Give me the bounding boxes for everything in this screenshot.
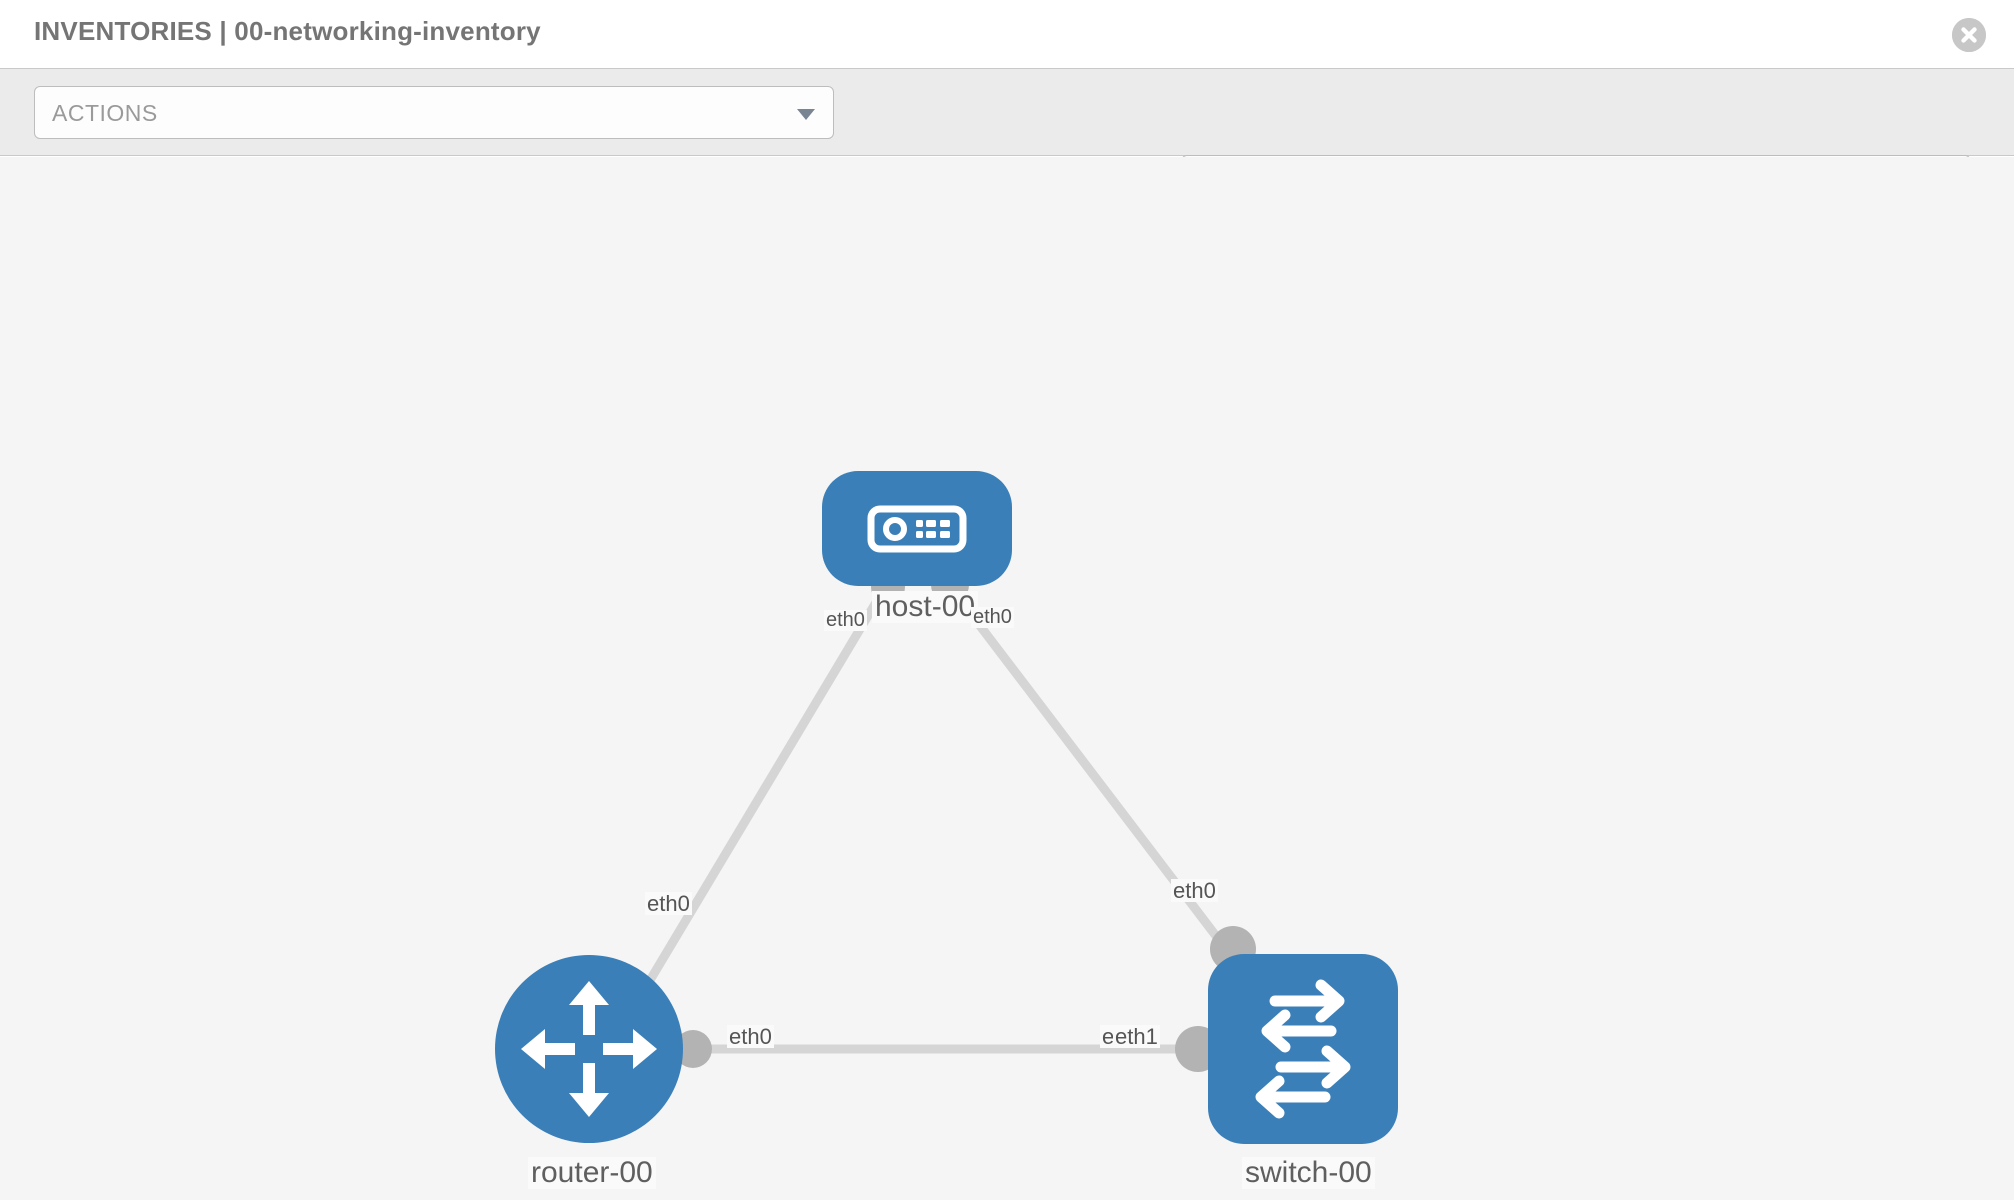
link-host00-router00[interactable] bbox=[636, 586, 888, 1000]
node-label-router-00[interactable]: router-00 bbox=[528, 1157, 656, 1189]
topology-graph bbox=[495, 471, 1398, 1144]
chevron-down-icon bbox=[797, 109, 815, 120]
toolbar: ACTIONS SEARC bbox=[0, 69, 2014, 208]
iface-label-router00-north[interactable]: eth0 bbox=[645, 891, 692, 916]
iface-label-router00-east[interactable]: eth0 bbox=[727, 1024, 774, 1049]
node-switch-00[interactable] bbox=[1208, 954, 1398, 1144]
topology-links bbox=[636, 586, 1236, 1054]
page-title: INVENTORIES | 00-networking-inventory bbox=[34, 16, 541, 46]
actions-dropdown-label: ACTIONS bbox=[52, 100, 158, 126]
node-label-switch-00[interactable]: switch-00 bbox=[1242, 1157, 1375, 1189]
actions-dropdown[interactable]: ACTIONS bbox=[34, 86, 834, 139]
close-icon[interactable] bbox=[1952, 18, 1986, 52]
iface-label-switch00-north[interactable]: eth0 bbox=[1171, 878, 1218, 903]
iface-label-host00-left[interactable]: eth0 bbox=[824, 609, 867, 631]
connector-router00-east[interactable] bbox=[674, 1030, 712, 1068]
topology-canvas[interactable]: host-00 router-00 switch-00 eth0 eth0 et… bbox=[0, 157, 2014, 1200]
node-host-00[interactable] bbox=[822, 471, 1012, 586]
node-router-00[interactable] bbox=[495, 955, 683, 1143]
switch-00-shape[interactable] bbox=[1208, 954, 1398, 1144]
node-label-host-00[interactable]: host-00 bbox=[872, 591, 979, 623]
host-00-shape[interactable] bbox=[822, 471, 1012, 586]
router-00-shape[interactable] bbox=[495, 955, 683, 1143]
page-header: INVENTORIES | 00-networking-inventory bbox=[0, 0, 2014, 69]
iface-label-switch00-west[interactable]: eth1 bbox=[1113, 1024, 1160, 1049]
topology-connectors bbox=[674, 566, 1256, 1072]
iface-label-host00-right[interactable]: eth0 bbox=[971, 606, 1014, 628]
